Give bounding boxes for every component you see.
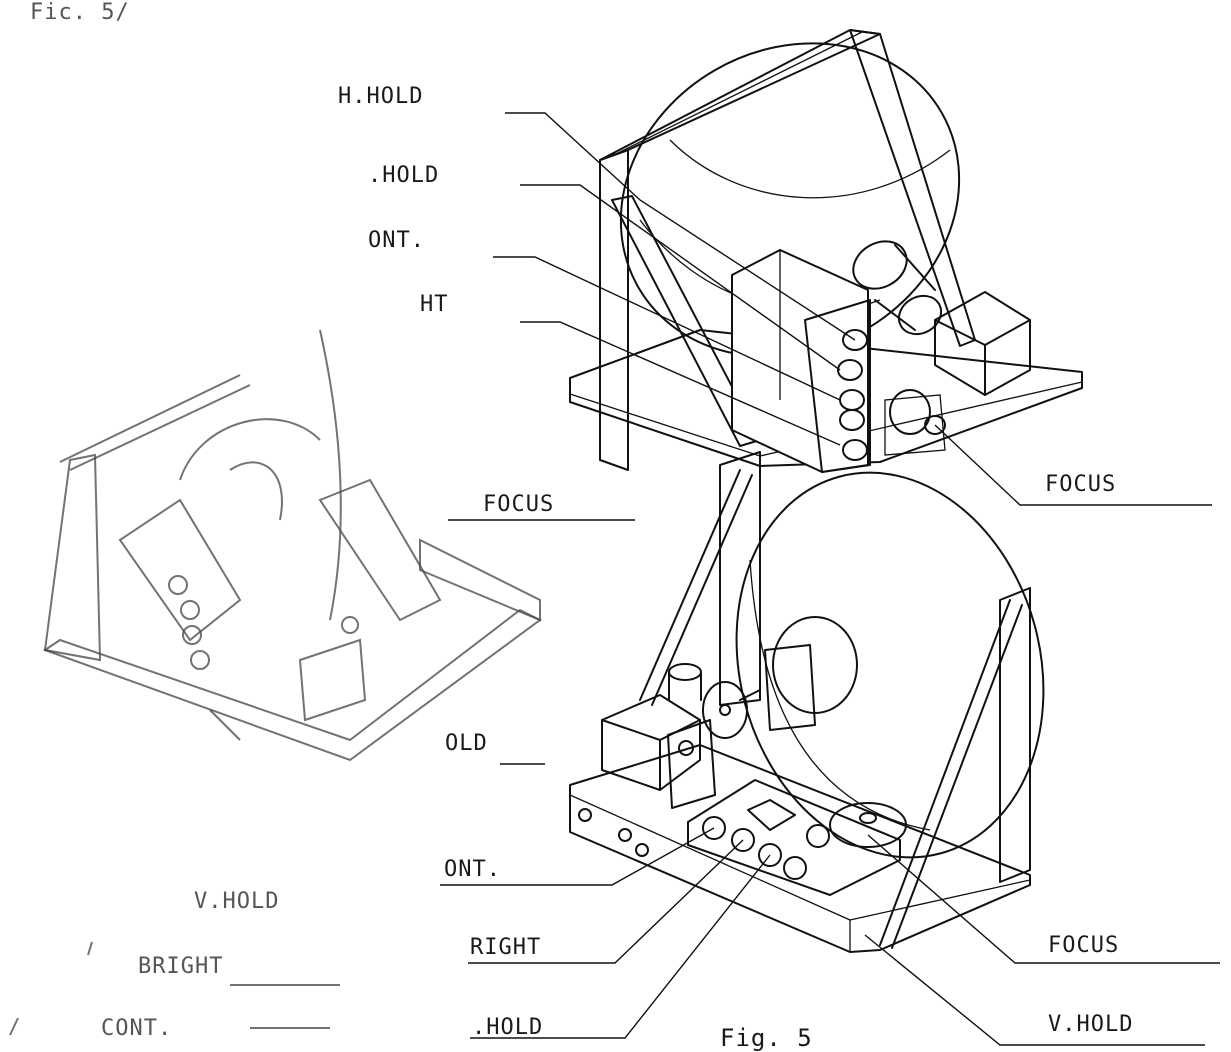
lower-tv-chassis (569, 451, 1045, 953)
lower-crt-neck-disk (702, 681, 748, 739)
lower-crt-yoke (764, 644, 816, 731)
faded-left-chassis (42, 329, 542, 762)
upper-crt-neck (852, 240, 908, 290)
label-cont-middle: ONT. (444, 857, 501, 882)
label-hold-lower-center: .HOLD (472, 1015, 544, 1040)
label-v-hold-lower-right: V.HOLD (1048, 1012, 1134, 1037)
figure-caption: Fig. 5 (720, 1024, 813, 1052)
lower-base-tray (569, 744, 1031, 953)
lower-flyback-block (601, 694, 701, 791)
label-cont-upper: ONT. (368, 228, 425, 253)
label-hold-middle: OLD (445, 731, 488, 756)
label-bright-upper: HT (420, 292, 449, 317)
lower-focus-disk (829, 802, 907, 848)
label-bright-lower-center: RIGHT (470, 935, 542, 960)
label-h-hold-upper: H.HOLD (338, 84, 424, 109)
label-v-hold-upper: .HOLD (368, 163, 440, 188)
lower-right-post (999, 587, 1031, 883)
upper-flyback-box (934, 291, 1031, 396)
label-bright-lower-left: BRIGHT (138, 954, 224, 979)
lower-control-pcb (687, 779, 901, 896)
lower-crt-face (735, 471, 1045, 859)
label-focus-upper-right: FOCUS (1045, 472, 1117, 497)
label-focus-middle: FOCUS (483, 492, 555, 517)
upper-control-knobs (837, 329, 868, 461)
lower-left-post (719, 451, 761, 706)
label-focus-lower-right: FOCUS (1048, 933, 1120, 958)
leader-lines (9, 112, 1220, 1046)
label-v-hold-lower-left: V.HOLD (194, 889, 280, 914)
lower-control-knobs (702, 816, 830, 880)
upper-tv-chassis (569, 29, 1083, 474)
label-cont-lower-left: CONT. (101, 1016, 173, 1041)
fig-header-fragment: Fic. 5/ (30, 0, 130, 25)
upper-focus-control (884, 389, 946, 456)
